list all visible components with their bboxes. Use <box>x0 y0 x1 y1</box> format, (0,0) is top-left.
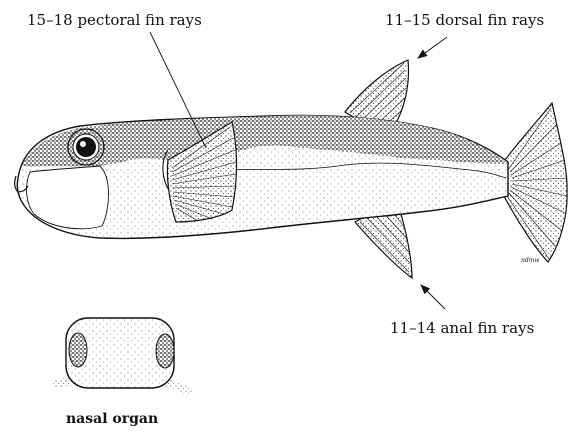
label-dorsal-fin-rays: 11–15 dorsal fin rays <box>385 11 544 29</box>
label-anal-fin-rays: 11–14 anal fin rays <box>390 319 534 337</box>
arrow-dorsal <box>418 37 447 58</box>
label-nasal-organ: nasal organ <box>66 411 158 427</box>
label-pectoral-fin-rays: 15–18 pectoral fin rays <box>27 11 202 29</box>
nasal-organ-illustration <box>54 318 190 394</box>
fish-illustration: ndmw <box>15 60 567 278</box>
arrow-anal <box>421 285 445 309</box>
caudal-fin <box>505 103 567 262</box>
eye <box>68 129 104 165</box>
anal-fin <box>355 210 412 279</box>
artist-signature: ndmw <box>521 257 540 264</box>
